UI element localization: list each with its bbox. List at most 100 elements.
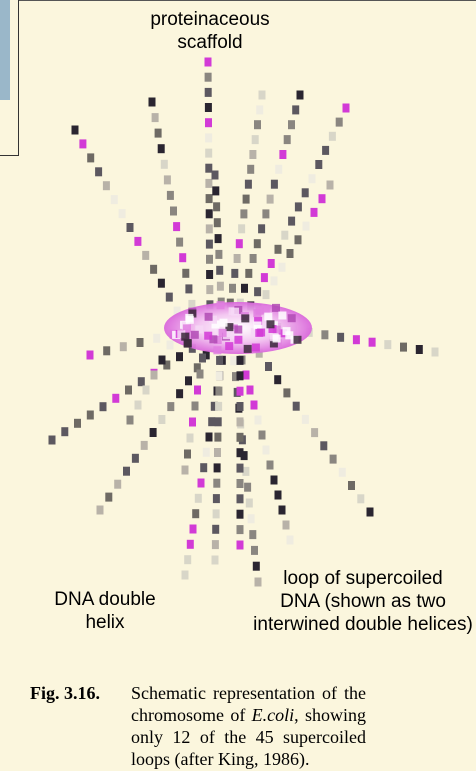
dna-segment: [322, 146, 329, 155]
dna-segment: [288, 120, 295, 129]
dna-segment: [87, 153, 94, 162]
dna-segment: [205, 149, 212, 158]
dna-segment: [206, 255, 213, 264]
dna-segment: [319, 194, 326, 203]
dna-segment: [159, 356, 166, 365]
dna-segment: [166, 293, 173, 302]
dna-segment: [265, 362, 272, 371]
dna-segment: [213, 494, 220, 503]
dna-segment: [348, 481, 355, 490]
dna-segment: [79, 139, 86, 148]
dna-segment: [198, 479, 205, 488]
scaffold-pixel: [264, 313, 272, 321]
dna-segment: [150, 265, 157, 274]
dna-segment: [258, 224, 265, 233]
dna-segment: [281, 231, 288, 240]
dna-segment: [311, 208, 318, 217]
caption-organism: E.coli: [252, 705, 295, 725]
scaffold-pixel: [255, 329, 263, 337]
dna-segment: [205, 58, 212, 67]
dna-segment: [205, 118, 212, 127]
dna-segment: [251, 401, 258, 410]
dna-segment: [237, 387, 244, 396]
dna-segment: [327, 181, 334, 190]
dna-segment: [315, 160, 322, 169]
scaffold-pixel: [231, 308, 239, 316]
helix-label-line-1: DNA double: [30, 588, 180, 611]
dna-segment: [97, 506, 104, 515]
scaffold-pixel: [220, 319, 228, 327]
scaffold-pixel: [267, 320, 275, 328]
dna-segment: [123, 467, 130, 476]
dna-segment: [259, 431, 266, 440]
dna-segment: [206, 194, 213, 203]
scaffold-pixel: [217, 301, 225, 309]
dna-segment: [215, 402, 222, 411]
dna-segment: [229, 284, 236, 293]
dna-segment: [190, 525, 197, 534]
dna-segment: [205, 88, 212, 97]
dna-segment: [205, 179, 212, 188]
dna-segment: [143, 386, 150, 395]
dna-segment: [254, 120, 261, 129]
dna-segment: [254, 287, 261, 296]
dna-segment: [292, 105, 299, 114]
dna-segment: [214, 218, 221, 227]
scaffold-pixel: [205, 313, 213, 321]
loop-label-line-3: interwined double helices): [248, 613, 476, 636]
dna-segment: [343, 104, 350, 113]
dna-segment: [279, 263, 286, 272]
dna-segment: [205, 103, 212, 112]
dna-segment: [279, 150, 286, 159]
dna-segment: [237, 417, 244, 426]
dna-segment: [176, 238, 183, 247]
dna-segment: [192, 509, 199, 518]
scaffold-pixel: [283, 327, 291, 335]
dna-segment: [283, 521, 290, 530]
dna-segment: [187, 434, 194, 443]
dna-segment: [230, 356, 237, 365]
dna-segment: [192, 402, 199, 411]
supercoiled-loop-label: loop of supercoiled DNA (shown as two in…: [248, 567, 476, 636]
dna-segment: [142, 251, 149, 260]
dna-segment: [74, 419, 81, 428]
dna-segment: [167, 191, 174, 200]
dna-segment: [149, 98, 156, 107]
dna-segment: [237, 494, 244, 503]
dna-segment: [337, 333, 344, 342]
dna-segment: [182, 269, 189, 278]
dna-segment: [432, 348, 439, 357]
dna-segment: [120, 342, 127, 351]
dna-segment: [237, 541, 244, 550]
dna-segment: [262, 209, 269, 218]
dna-segment: [167, 402, 174, 411]
dna-segment: [167, 341, 174, 350]
dna-segment: [170, 207, 177, 216]
dna-segment: [367, 508, 374, 517]
dna-segment: [185, 376, 192, 385]
dna-segment: [246, 499, 253, 508]
dna-segment: [103, 346, 110, 355]
dna-segment: [293, 402, 300, 411]
dna-segment: [132, 454, 139, 463]
dna-segment: [87, 351, 94, 360]
dna-segment: [213, 479, 220, 488]
dna-segment: [119, 209, 126, 218]
dna-segment: [237, 448, 244, 457]
dna-segment: [185, 284, 192, 293]
dna-segment: [287, 249, 294, 258]
dna-segment: [261, 273, 268, 282]
dna-segment: [271, 476, 278, 485]
dna-segment: [187, 540, 194, 549]
dna-segment: [213, 509, 220, 518]
dna-segment: [295, 202, 302, 211]
dna-segment: [216, 371, 223, 380]
dna-segment: [330, 455, 337, 464]
scaffold-pixel: [272, 304, 280, 312]
dna-segment: [275, 245, 282, 254]
dna-segment: [213, 202, 220, 211]
dna-segment: [205, 73, 212, 82]
scaffold-pixel: [184, 339, 192, 347]
dna-segment: [138, 377, 145, 386]
loop-label-line-2: DNA (shown as two: [248, 590, 476, 613]
